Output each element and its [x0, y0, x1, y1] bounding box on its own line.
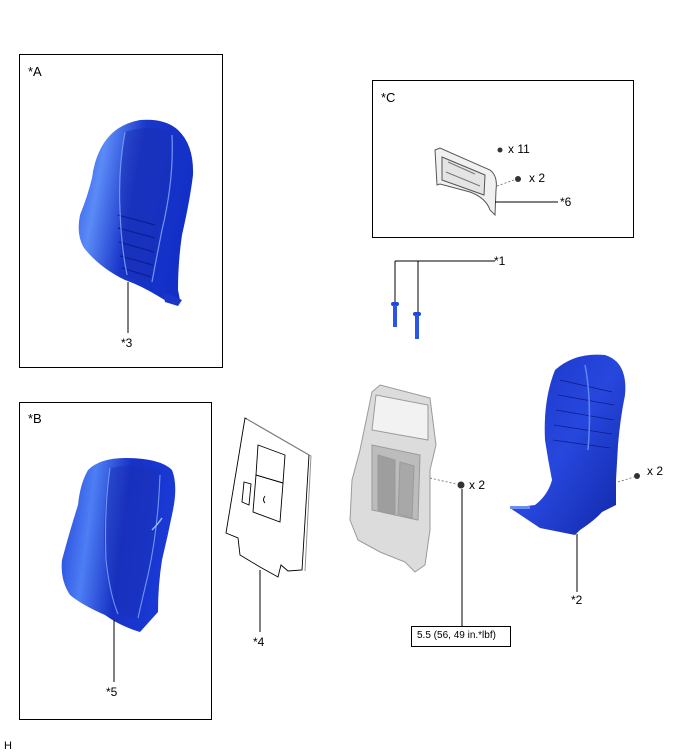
callout-2: *2	[571, 593, 583, 607]
callout-1: *1	[494, 254, 506, 268]
torque-spec-box: 5.5 (56, 49 in.*lbf)	[411, 626, 511, 647]
cover-screw-dashline	[617, 476, 635, 483]
qty-screw-c: x 2	[529, 171, 546, 185]
clip-icon	[497, 147, 503, 153]
callout-5: *5	[106, 685, 118, 699]
frame-c: *C	[372, 80, 634, 238]
seatback-back-cover-illustration	[510, 354, 626, 535]
screw-c-icon	[515, 176, 521, 182]
frame-nut-dashline	[429, 477, 457, 485]
frame-a-label: *A	[28, 64, 42, 79]
nut-icon	[457, 481, 465, 489]
seatback-board-illustration	[225, 417, 312, 578]
seatback-cover-b-illustration	[61, 458, 176, 632]
qty-frame-nut: x 2	[469, 478, 486, 492]
qty-cover-screw: x 2	[647, 464, 664, 478]
frame-b: *B	[19, 402, 212, 720]
callout-3: *3	[121, 336, 133, 350]
screw-c-dashline	[496, 179, 515, 187]
headrest-support-illustration	[391, 260, 495, 339]
footer-code: H	[4, 740, 12, 752]
back-board-illustration	[434, 147, 497, 217]
seatback-frame-illustration	[349, 384, 437, 573]
callout-6: *6	[560, 195, 572, 209]
qty-clip: x 11	[508, 142, 530, 156]
seatback-cover-a-illustration	[78, 119, 194, 306]
callout-4: *4	[253, 635, 265, 649]
frame-b-label: *B	[28, 411, 42, 426]
cover-screw-icon	[634, 473, 640, 479]
frame-c-label: *C	[381, 90, 396, 105]
